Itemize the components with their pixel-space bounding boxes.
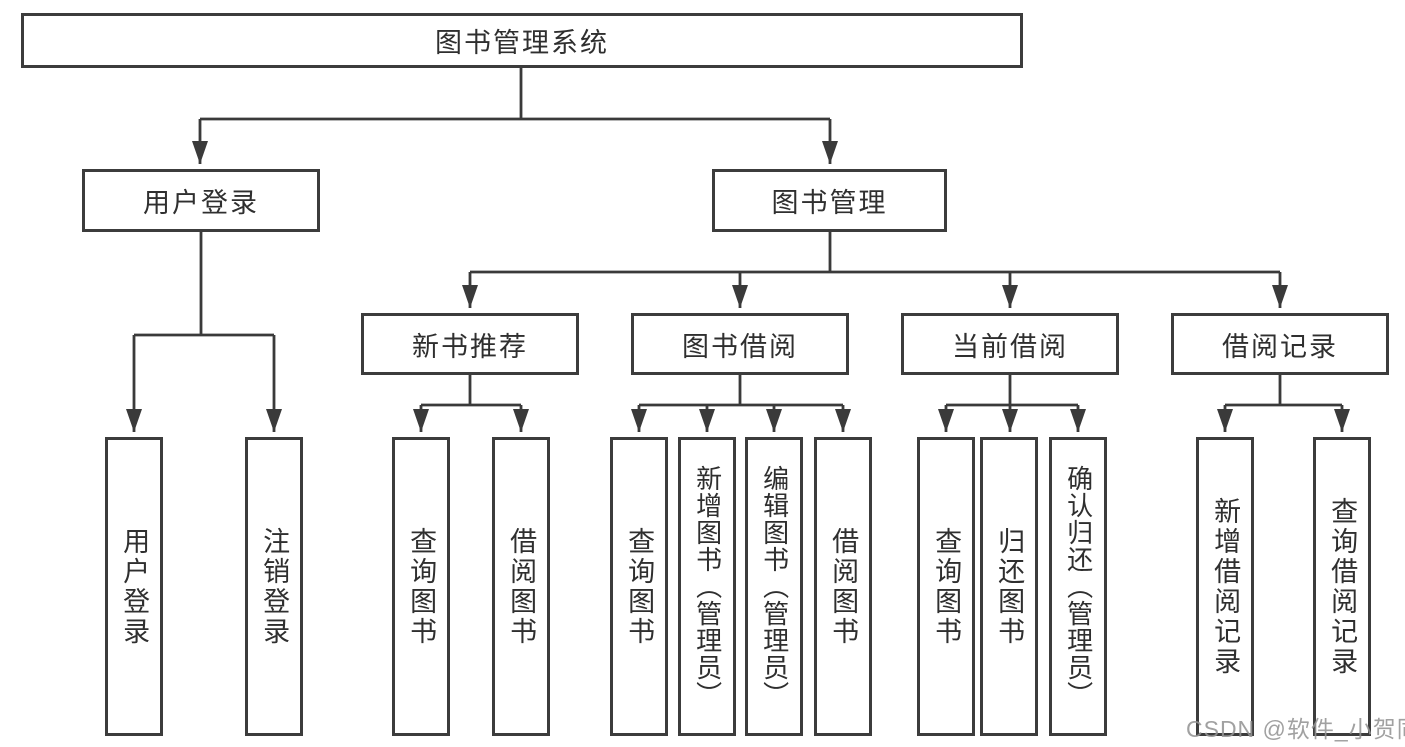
leaf-user-login-label: 用户登录 [119,526,150,647]
leaf-add-books-admin: 新增图书（管理员） [678,437,736,736]
leaf-borrow-books: 借阅图书 [814,437,872,736]
leaf-edit-books-admin-label: 编辑图书（管理员） [759,465,790,708]
node-book-borrowing: 图书借阅 [631,313,849,375]
leaf-query-borrow-record-label: 查询借阅记录 [1327,496,1358,677]
node-borrowing-records-label: 借阅记录 [1222,331,1338,362]
node-borrowing-records: 借阅记录 [1171,313,1389,375]
leaf-user-login: 用户登录 [105,437,163,736]
csdn-watermark: CSDN @软件_小贺同学 [1186,716,1405,742]
leaf-confirm-return-admin: 确认归还（管理员） [1049,437,1107,736]
leaf-borrow-books-label: 借阅图书 [828,526,859,647]
leaf-query-borrow-record: 查询借阅记录 [1313,437,1371,736]
leaf-edit-books-admin: 编辑图书（管理员） [745,437,803,736]
leaf-add-borrow-record: 新增借阅记录 [1196,437,1254,736]
node-new-book-recommendation-label: 新书推荐 [412,331,528,362]
leaf-return-books: 归还图书 [980,437,1038,736]
leaf-query-books-recommend: 查询图书 [392,437,450,736]
leaf-confirm-return-admin-label: 确认归还（管理员） [1063,465,1094,708]
leaf-query-books-borrow: 查询图书 [610,437,668,736]
node-book-borrowing-label: 图书借阅 [682,331,798,362]
node-current-borrowing: 当前借阅 [901,313,1119,375]
leaf-add-borrow-record-label: 新增借阅记录 [1210,496,1241,677]
node-book-management: 图书管理 [712,169,947,232]
leaf-logout-label: 注销登录 [259,526,290,647]
node-user-login-label: 用户登录 [143,188,259,218]
node-new-book-recommendation: 新书推荐 [361,313,579,375]
node-current-borrowing-label: 当前借阅 [952,331,1068,362]
leaf-borrow-books-recommend-label: 借阅图书 [506,526,537,647]
leaf-query-books-current: 查询图书 [917,437,975,736]
node-book-management-label: 图书管理 [771,188,888,218]
leaf-query-books-current-label: 查询图书 [931,526,962,647]
leaf-return-books-label: 归还图书 [994,526,1025,647]
node-user-login: 用户登录 [82,169,320,232]
leaf-logout: 注销登录 [245,437,303,736]
leaf-query-books-borrow-label: 查询图书 [624,526,655,647]
leaf-query-books-recommend-label: 查询图书 [406,526,437,647]
leaf-add-books-admin-label: 新增图书（管理员） [692,465,723,708]
root-node-library-management-system: 图书管理系统 [21,13,1023,68]
root-node-label: 图书管理系统 [435,28,609,58]
leaf-borrow-books-recommend: 借阅图书 [492,437,550,736]
